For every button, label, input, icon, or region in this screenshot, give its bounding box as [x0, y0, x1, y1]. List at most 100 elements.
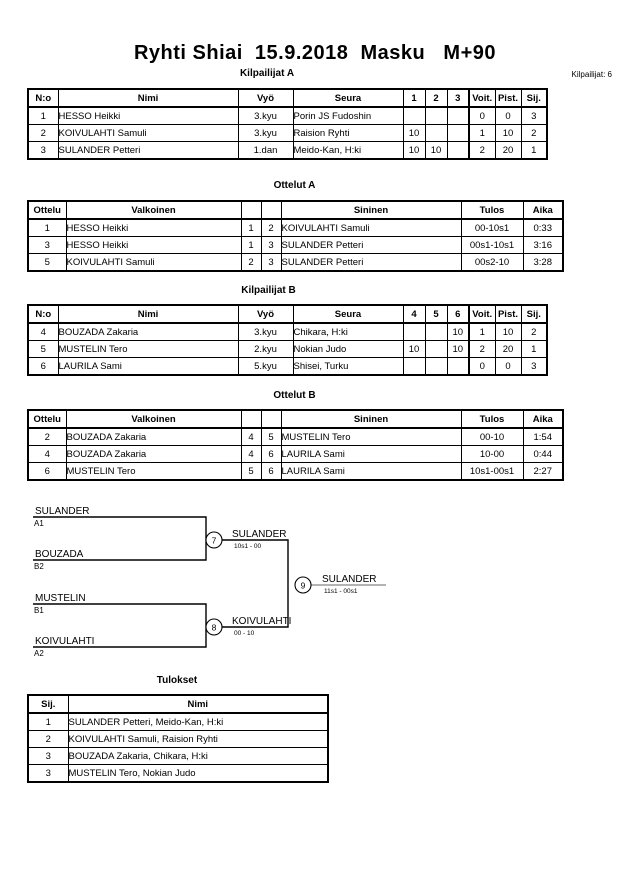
- bracket-node-7-label: 7: [212, 536, 217, 546]
- cell-blue: MUSTELIN Tero: [280, 427, 462, 446]
- cell-m2: [424, 124, 448, 142]
- table-row: 2 KOIVULAHTI Samuli, Raision Ryhti: [27, 730, 329, 748]
- cell-match: 3: [27, 236, 67, 254]
- cell-result: 10s1-00s1: [460, 462, 524, 481]
- col-m6: 6: [446, 304, 470, 324]
- cell-name: MUSTELIN Tero, Nokian Judo: [67, 764, 329, 783]
- table-row: 5 KOIVULAHTI Samuli 2 3 SULANDER Petteri…: [27, 253, 564, 272]
- cell-rank: 2: [520, 124, 548, 142]
- cell-blue: SULANDER Petteri: [280, 253, 462, 272]
- table-row: 3 MUSTELIN Tero, Nokian Judo: [27, 764, 329, 783]
- cell-rank: 3: [520, 106, 548, 125]
- caption-results: Tulokset: [156, 675, 198, 686]
- bracket-champion-name: SULANDER: [322, 574, 376, 585]
- cell-white-no: 4: [240, 427, 262, 446]
- cell-name: BOUZADA Zakaria: [57, 322, 239, 341]
- bracket-line-sf7-bottom: [33, 552, 207, 561]
- caption-pool-b: Kilpailijat B: [241, 285, 296, 296]
- page-title: Ryhti Shiai 15.9.2018 Masku M+90: [133, 42, 497, 64]
- cell-blue: LAURILA Sami: [280, 445, 462, 463]
- bracket-node-8: [205, 618, 223, 636]
- bracket-entry-seed-0: A1: [34, 519, 44, 528]
- cell-time: 0:33: [522, 218, 564, 237]
- col-m3: 3: [446, 88, 470, 108]
- col-belt: Vyö: [237, 88, 294, 108]
- bracket-sf8-score: 00 - 10: [234, 630, 255, 637]
- cell-no: 1: [27, 106, 59, 125]
- bracket-line-final-top: [222, 539, 289, 585]
- cell-name: LAURILA Sami: [57, 357, 239, 376]
- bracket-line-sf7-top: [33, 516, 207, 552]
- col-wins: Voit.: [468, 88, 496, 108]
- cell-no: 2: [27, 124, 59, 142]
- cell-points: 20: [494, 141, 522, 160]
- bracket-entry-name-1: BOUZADA: [35, 549, 84, 560]
- cell-blue: LAURILA Sami: [280, 462, 462, 481]
- table-row: 5 MUSTELIN Tero 2.kyu Nokian Judo 10 10 …: [27, 340, 548, 358]
- cell-m1: [402, 106, 426, 125]
- results-table: Sij. Nimi 1 SULANDER Petteri, Meido-Kan,…: [27, 694, 329, 783]
- cell-white-no: 2: [240, 253, 262, 272]
- table-row: 1 SULANDER Petteri, Meido-Kan, H:ki: [27, 712, 329, 731]
- cell-no: 5: [27, 340, 59, 358]
- cell-white: HESSO Heikki: [65, 218, 242, 237]
- cell-name: KOIVULAHTI Samuli: [57, 124, 239, 142]
- col-match: Ottelu: [27, 409, 67, 429]
- col-wins: Voit.: [468, 304, 496, 324]
- cell-m5: [424, 357, 448, 376]
- cell-club: Meido-Kan, H:ki: [292, 141, 404, 160]
- cell-m6: 10: [446, 322, 470, 341]
- cell-blue-no: 3: [260, 236, 282, 254]
- col-name: Nimi: [67, 694, 329, 714]
- cell-points: 20: [494, 340, 522, 358]
- cell-match: 5: [27, 253, 67, 272]
- cell-rank: 1: [520, 340, 548, 358]
- cell-m6: 10: [446, 340, 470, 358]
- col-points: Pist.: [494, 88, 522, 108]
- cell-rank: 3: [27, 764, 69, 783]
- cell-time: 2:27: [522, 462, 564, 481]
- bracket-node-9: [294, 576, 312, 594]
- bracket-sf7-winner: SULANDER: [232, 529, 286, 540]
- cell-rank: 2: [520, 322, 548, 341]
- cell-belt: 3.kyu: [237, 106, 294, 125]
- table-header-row: Ottelu Valkoinen Sininen Tulos Aika: [27, 409, 564, 429]
- cell-belt: 3.kyu: [237, 322, 294, 341]
- pool-b-table: N:o Nimi Vyö Seura 4 5 6 Voit. Pist. Sij…: [27, 304, 548, 376]
- col-blue: Sininen: [280, 200, 462, 220]
- cell-wins: 0: [468, 106, 496, 125]
- cell-name: SULANDER Petteri: [57, 141, 239, 160]
- cell-m1: 10: [402, 141, 426, 160]
- cell-white-no: 5: [240, 462, 262, 481]
- cell-blue: SULANDER Petteri: [280, 236, 462, 254]
- cell-club: Chikara, H:ki: [292, 322, 404, 341]
- col-belt: Vyö: [237, 304, 294, 324]
- col-white: Valkoinen: [65, 200, 242, 220]
- cell-m6: [446, 357, 470, 376]
- cell-m4: [402, 357, 426, 376]
- cell-match: 2: [27, 427, 67, 446]
- cell-white-no: 1: [240, 236, 262, 254]
- cell-points: 0: [494, 357, 522, 376]
- cell-white-no: 1: [240, 218, 262, 237]
- bracket-line-sf8-bottom: [33, 639, 207, 648]
- col-blue: Sininen: [280, 409, 462, 429]
- cell-rank: 1: [520, 141, 548, 160]
- col-m4: 4: [402, 304, 426, 324]
- col-club: Seura: [292, 304, 404, 324]
- pool-a-table: N:o Nimi Vyö Seura 1 2 3 Voit. Pist. Sij…: [27, 88, 548, 160]
- cell-club: Nokian Judo: [292, 340, 404, 358]
- cell-time: 1:54: [522, 427, 564, 446]
- cell-wins: 2: [468, 340, 496, 358]
- cell-name: MUSTELIN Tero: [57, 340, 239, 358]
- cell-rank: 3: [520, 357, 548, 376]
- tournament-bracket: 7 8 9 SULANDER A1 BOUZADA B2 MUSTELIN B1…: [0, 492, 630, 682]
- cell-match: 6: [27, 462, 67, 481]
- cell-wins: 1: [468, 124, 496, 142]
- col-rank: Sij.: [27, 694, 69, 714]
- col-time: Aika: [522, 409, 564, 429]
- table-header-row: N:o Nimi Vyö Seura 1 2 3 Voit. Pist. Sij…: [27, 88, 548, 108]
- table-header-row: Ottelu Valkoinen Sininen Tulos Aika: [27, 200, 564, 220]
- col-match: Ottelu: [27, 200, 67, 220]
- cell-no: 6: [27, 357, 59, 376]
